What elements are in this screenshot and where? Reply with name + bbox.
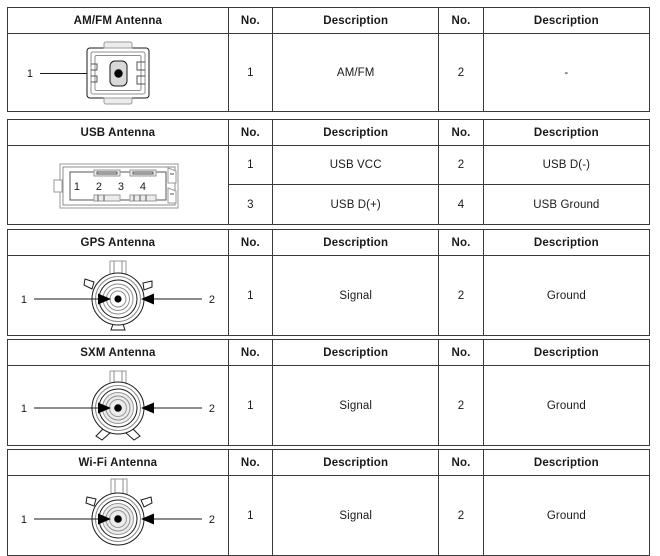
description-header-2: Description (482, 7, 651, 34)
pin-description-cell: USB Ground (482, 184, 651, 225)
amfm-connector-diagram: 1 (7, 33, 229, 112)
table-row: 1 2 1 Signal 2 Ground (7, 255, 651, 336)
pin-description-cell: Ground (482, 365, 651, 446)
callout-label-2: 2 (209, 294, 215, 306)
description-header-2: Description (482, 449, 651, 476)
no-header-2: No. (438, 449, 484, 476)
callout-label-1: 1 (21, 514, 27, 526)
callout-label-2: 2 (209, 403, 215, 415)
pin-no-cell: 1 (227, 365, 274, 446)
pin-description-cell: USB D(+) (272, 184, 440, 225)
no-header-1: No. (227, 7, 274, 34)
pin-no-cell: 4 (438, 184, 484, 225)
callout-label-2: 2 (209, 514, 215, 526)
table-header-row: USB Antenna No. Description No. Descript… (7, 119, 651, 146)
description-header-1: Description (272, 449, 440, 476)
pin-no-cell: 2 (438, 33, 484, 112)
description-header-1: Description (272, 339, 440, 366)
pin-no-cell: 1 (227, 475, 274, 556)
table-row: 1 2 1 Signal 2 Ground (7, 365, 651, 446)
pin-no-cell: 2 (438, 475, 484, 556)
pin-no-cell: 1 (227, 255, 274, 336)
antenna-table-usb: USB Antenna No. Description No. Descript… (7, 119, 651, 225)
pin-description-cell: Ground (482, 255, 651, 336)
pin-no-cell: 2 (438, 145, 484, 185)
antenna-name-header: GPS Antenna (7, 229, 229, 256)
gps-coaxial-connector-diagram: 1 2 (7, 255, 229, 336)
table-header-row: Wi-Fi Antenna No. Description No. Descri… (7, 449, 651, 476)
callout-label-2: 2 (96, 181, 102, 193)
antenna-name-header: AM/FM Antenna (7, 7, 229, 34)
antenna-name-header: USB Antenna (7, 119, 229, 146)
no-header-1: No. (227, 339, 274, 366)
description-header-2: Description (482, 339, 651, 366)
sxm-coaxial-connector-diagram: 1 2 (7, 365, 229, 446)
callout-label-1: 1 (27, 68, 33, 80)
pin-no-cell: 1 (227, 33, 274, 112)
pin-description-cell: Signal (272, 255, 440, 336)
callout-label-3: 3 (118, 181, 124, 193)
pin-no-cell: 2 (438, 365, 484, 446)
table-row: 1 (7, 33, 651, 112)
description-header-2: Description (482, 229, 651, 256)
antenna-table-wifi: Wi-Fi Antenna No. Description No. Descri… (7, 449, 651, 556)
antenna-table-amfm: AM/FM Antenna No. Description No. Descri… (7, 7, 651, 112)
antenna-table-sxm: SXM Antenna No. Description No. Descript… (7, 339, 651, 446)
usb-connector-diagram: 1 2 3 4 (7, 145, 229, 225)
description-header-1: Description (272, 119, 440, 146)
callout-label-1: 1 (21, 294, 27, 306)
antenna-table-gps: GPS Antenna No. Description No. Descript… (7, 229, 651, 336)
table-header-row: AM/FM Antenna No. Description No. Descri… (7, 7, 651, 34)
antenna-name-header: Wi-Fi Antenna (7, 449, 229, 476)
callout-label-1: 1 (74, 181, 80, 193)
description-header-2: Description (482, 119, 651, 146)
no-header-1: No. (227, 119, 274, 146)
callout-label-4: 4 (140, 181, 146, 193)
pin-description-cell: Ground (482, 475, 651, 556)
table-header-row: SXM Antenna No. Description No. Descript… (7, 339, 651, 366)
table-row: 1 2 3 4 1 USB VCC 2 USB D(-) (7, 145, 651, 225)
pin-description-cell: AM/FM (272, 33, 440, 112)
pin-description-cell: Signal (272, 475, 440, 556)
no-header-2: No. (438, 7, 484, 34)
pin-description-cell: Signal (272, 365, 440, 446)
table-row: 3 USB D(+) 4 USB Ground (8, 184, 651, 225)
wifi-coaxial-connector-diagram: 1 2 (7, 475, 229, 556)
description-header-1: Description (272, 7, 440, 34)
antenna-name-header: SXM Antenna (7, 339, 229, 366)
no-header-1: No. (227, 229, 274, 256)
pin-no-cell: 3 (227, 184, 274, 225)
no-header-2: No. (438, 119, 484, 146)
pin-no-cell: 2 (438, 255, 484, 336)
pin-description-cell: USB D(-) (482, 145, 651, 185)
table-row: 1 2 1 Signal 2 Ground (7, 475, 651, 556)
callout-label-1: 1 (21, 403, 27, 415)
no-header-2: No. (438, 339, 484, 366)
pin-description-cell: USB VCC (272, 145, 440, 185)
no-header-1: No. (227, 449, 274, 476)
pin-description-cell: - (482, 33, 651, 112)
description-header-1: Description (272, 229, 440, 256)
no-header-2: No. (438, 229, 484, 256)
table-header-row: GPS Antenna No. Description No. Descript… (7, 229, 651, 256)
pin-no-cell: 1 (227, 145, 274, 185)
